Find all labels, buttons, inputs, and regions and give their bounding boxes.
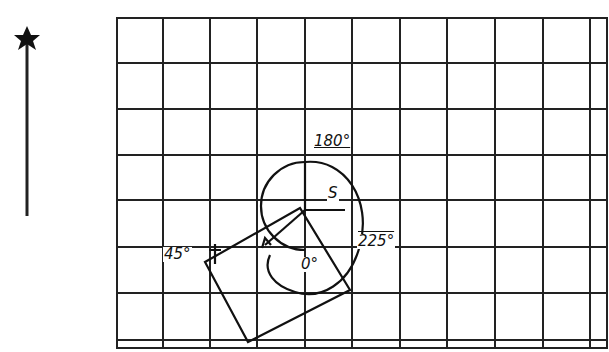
outer-curve [268,162,363,294]
grid-horizontals [117,63,607,340]
grid-verticals [163,18,590,348]
direction-label: S [327,186,339,201]
grid-lines [117,18,607,348]
small-arrow [262,238,271,248]
inner-line [265,210,305,245]
angle-label: 225° [357,234,395,249]
cross-symbol [209,244,221,264]
half-circle [261,162,305,250]
grid-border [117,18,607,348]
figure-outline [205,162,363,342]
north-pointer [14,26,40,216]
angle-label: 0° [300,257,319,272]
axis-lines [305,162,345,210]
pointer-star [14,26,40,50]
angle-label: 180° [313,134,351,149]
pointer-shaft [26,38,29,216]
angle-label: 45° [163,247,192,262]
rotated-square [205,208,350,342]
